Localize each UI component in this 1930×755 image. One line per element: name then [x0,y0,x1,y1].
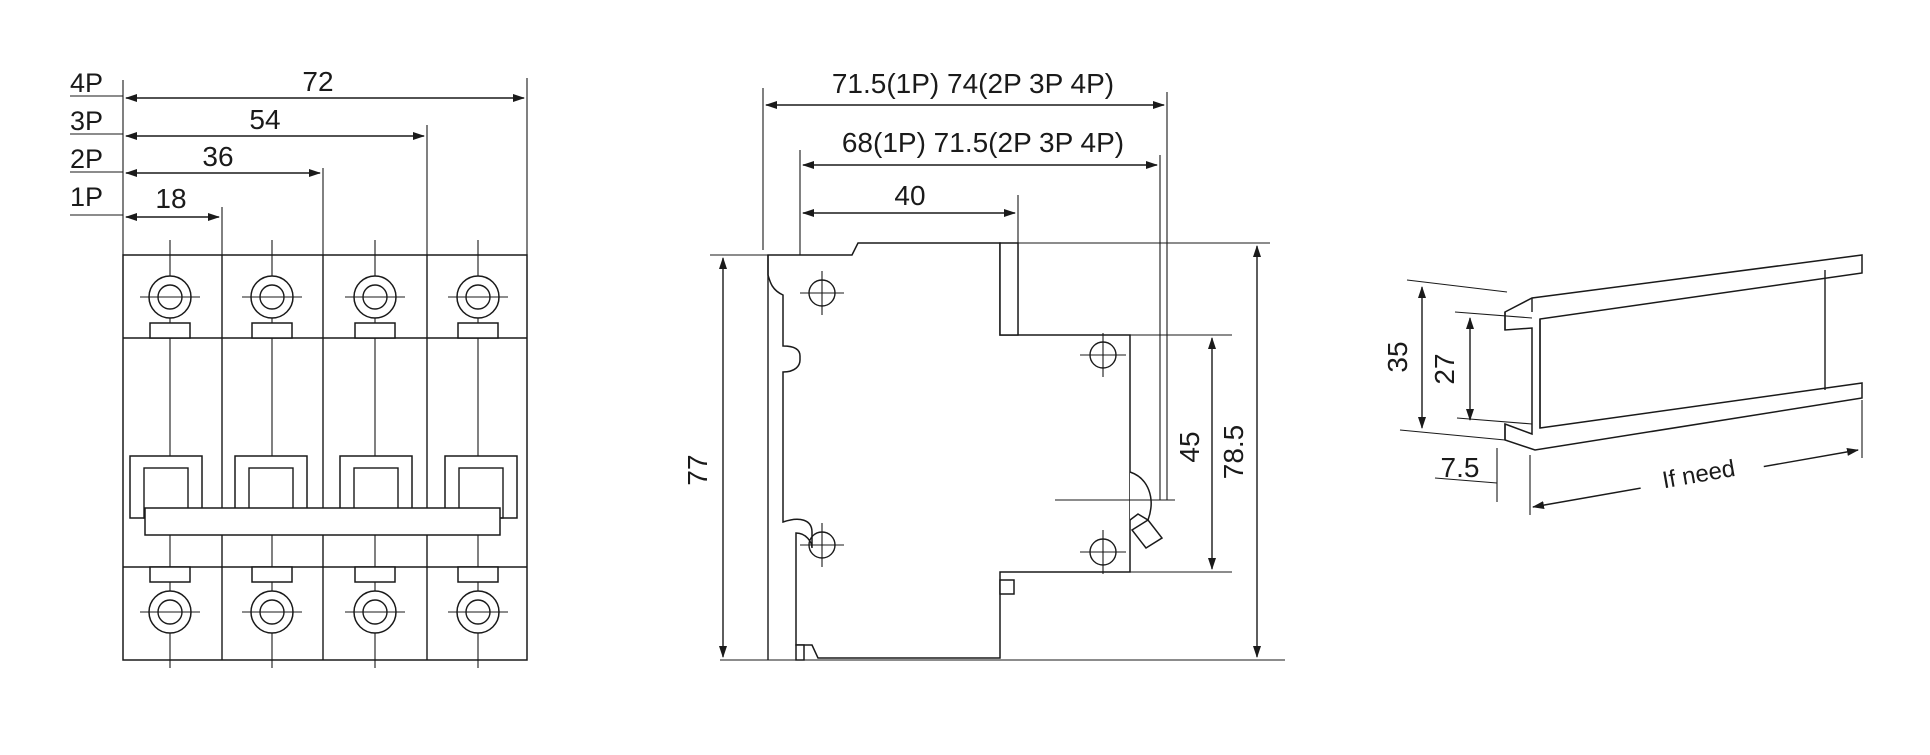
width-dimensions: 72 54 36 18 [125,66,525,221]
width-3p-value: 54 [249,104,280,135]
overall-depth-value: 71.5(1P) 74(2P 3P 4P) [832,68,1114,99]
overall-height-value: 78.5 [1218,425,1249,480]
front-view: 4P 3P 2P 1P 72 54 36 18 [70,66,528,668]
rail-height-value: 77 [682,454,713,485]
pole-label-2p: 2P [70,144,103,174]
top-terminals [140,275,508,339]
width-2p-value: 36 [202,141,233,172]
pole-label-1p: 1P [70,182,103,212]
pole-label-4p: 4P [70,68,103,98]
inner-depth-value: 68(1P) 71.5(2P 3P 4P) [842,127,1124,158]
breaker-side-profile [767,242,1131,659]
breaker-front-body [122,240,528,668]
bottom-terminals [140,566,508,634]
terminal-spacing-value: 45 [1174,431,1205,462]
rail-height-35-value: 35 [1382,341,1413,372]
rail-inner-height-value: 27 [1429,353,1460,384]
width-1p-value: 18 [155,183,186,214]
pole-labels: 4P 3P 2P 1P [70,68,123,216]
din-rail-view: 35 27 7.5 If need [1382,254,1863,515]
depth-dimensions: 71.5(1P) 74(2P 3P 4P) 68(1P) 71.5(2P 3P … [765,68,1165,217]
pole-label-3p: 3P [70,106,103,136]
side-view: 71.5(1P) 74(2P 3P 4P) 68(1P) 71.5(2P 3P … [682,68,1285,661]
toggle-handles [129,455,518,536]
mounting-holes [800,271,1126,574]
height-dimensions: 77 45 78.5 [682,245,1261,658]
handle-tie-bar [144,507,501,536]
side-handle [1129,471,1152,522]
din-rail-profile [1504,254,1863,451]
front-depth-value: 40 [894,180,925,211]
rail-flange-value: 7.5 [1441,452,1480,483]
width-4p-value: 72 [302,66,333,97]
